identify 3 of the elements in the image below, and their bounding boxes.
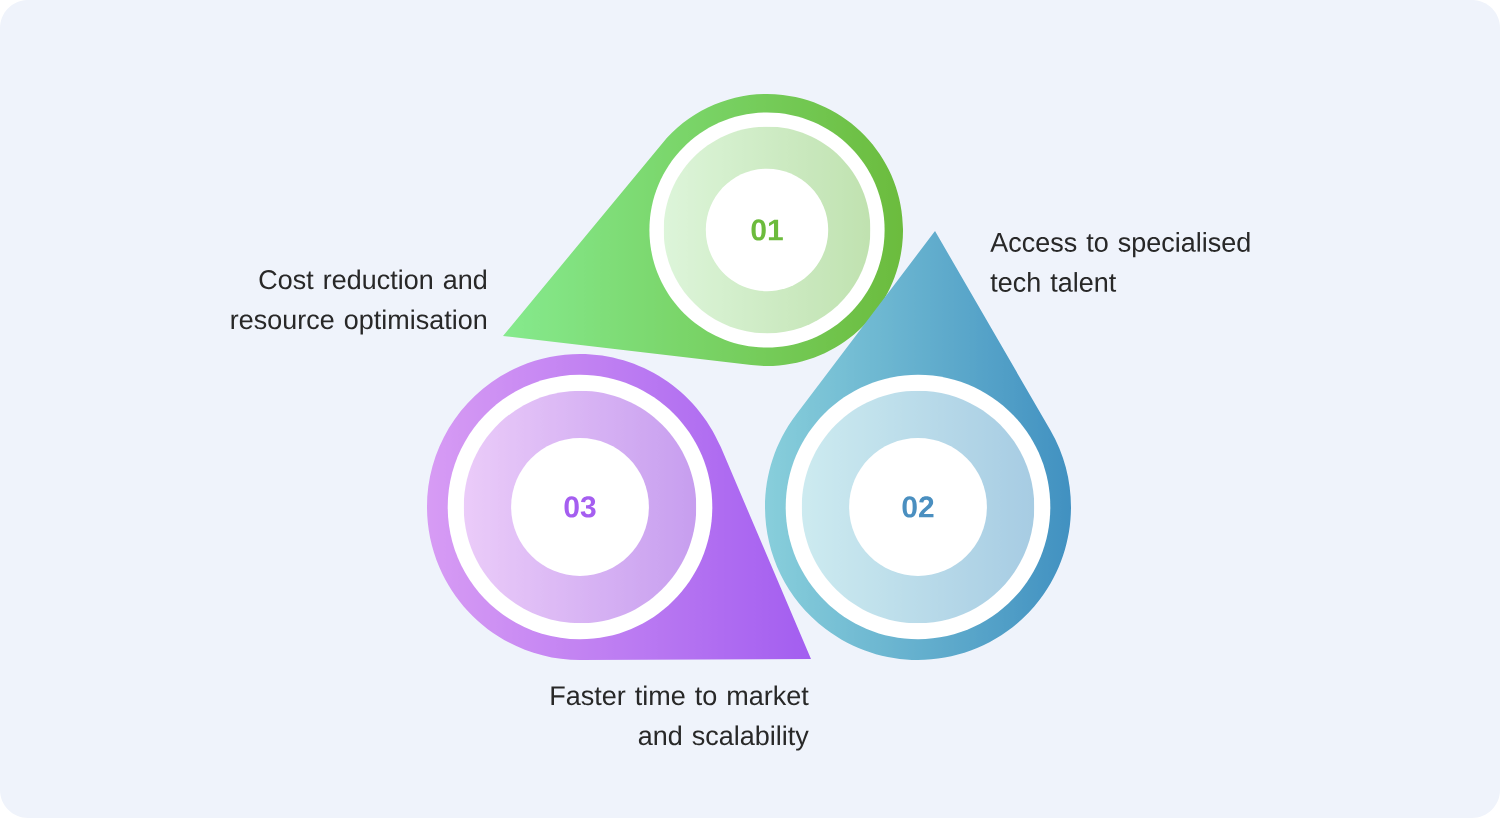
- description-text: Faster time to market and scalability: [551, 685, 809, 751]
- description-text: Cost reduction and resource optimisation: [231, 269, 486, 335]
- description-text: Access to specialised tech talent: [990, 232, 1250, 292]
